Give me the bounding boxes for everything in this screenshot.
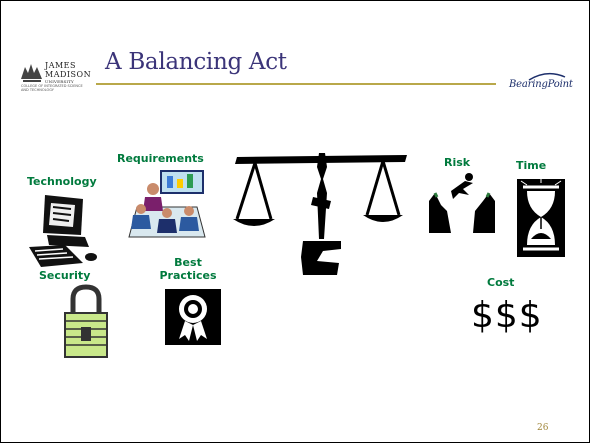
- logo-fine-print: COLLEGE OF INTEGRATED SCIENCE AND TECHNO…: [21, 84, 83, 92]
- label-time: Time: [516, 159, 547, 172]
- page-number: 26: [537, 423, 549, 433]
- bearingpoint-logo: BearingPoint: [509, 72, 573, 90]
- label-technology: Technology: [27, 175, 97, 188]
- label-best: Best: [174, 256, 202, 269]
- dollar-signs: $$$: [471, 295, 543, 336]
- logo-line2: MADISON: [45, 70, 92, 79]
- title-rule: [96, 83, 496, 85]
- slide-title: A Balancing Act: [105, 49, 287, 75]
- label-practices: Practices: [159, 269, 217, 282]
- label-cost: Cost: [487, 276, 515, 289]
- label-security: Security: [39, 269, 91, 282]
- computer-icon: [29, 195, 97, 267]
- university-seal-icon: [21, 64, 42, 82]
- logo-line1: JAMES: [45, 61, 76, 70]
- bearingpoint-text: BearingPoint: [509, 79, 573, 90]
- hourglass-icon: [517, 179, 565, 257]
- university-logo: JAMES MADISON UNIVERSITY COLLEGE OF INTE…: [19, 57, 95, 95]
- logo-sub: UNIVERSITY: [45, 79, 74, 84]
- label-risk: Risk: [444, 156, 471, 169]
- label-best-practices: Best Practices: [155, 256, 221, 282]
- swoosh-icon: [528, 72, 566, 81]
- meeting-icon: [128, 170, 206, 238]
- balance-scale-icon: [233, 153, 407, 275]
- padlock-icon: [64, 284, 108, 358]
- award-ribbon-icon: [165, 289, 221, 345]
- label-requirements: Requirements: [117, 152, 204, 165]
- jumper-icon: [429, 173, 495, 233]
